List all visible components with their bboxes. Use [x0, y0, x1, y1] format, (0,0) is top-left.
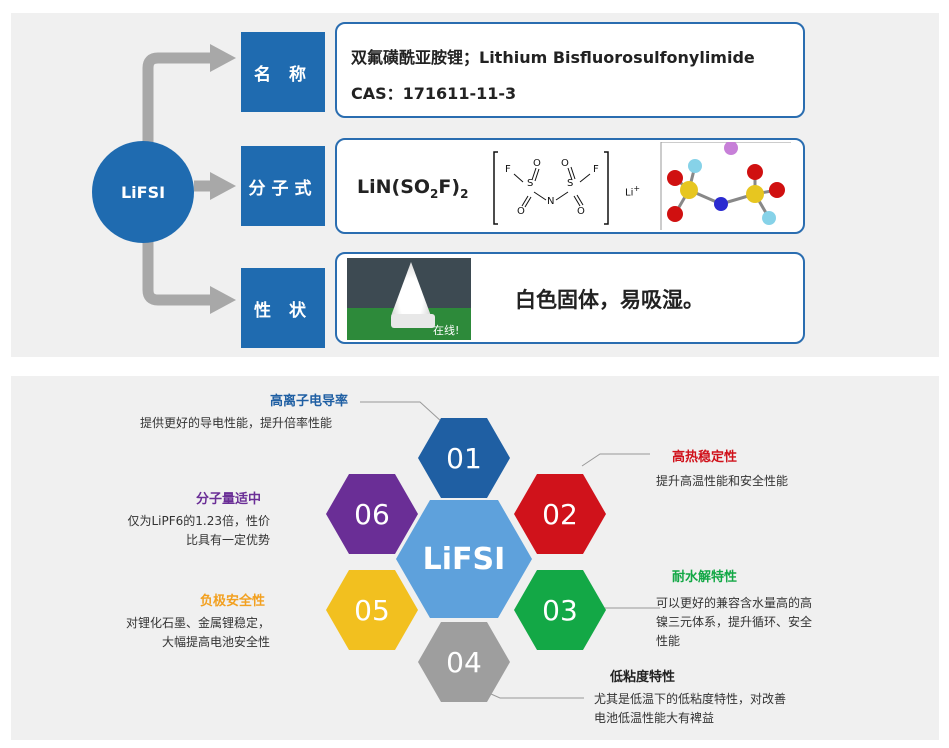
- photo-caption: 在线!: [433, 324, 460, 337]
- atom-o-4: O: [577, 206, 585, 217]
- feature-02-title: 高热稳定性: [672, 450, 738, 465]
- ball-stick-model: [660, 142, 791, 230]
- structural-formula: [493, 151, 609, 225]
- atom-f-right: F: [593, 164, 599, 175]
- feature-06-title: 分子量适中: [196, 492, 262, 507]
- atom-o-2: O: [517, 206, 525, 217]
- hex-04-number: 04: [446, 645, 482, 679]
- name-info-box: 双氟磺酰亚胺锂；Lithium Bisfluorosulfonylimide C…: [335, 22, 805, 118]
- chemical-name: 双氟磺酰亚胺锂；Lithium Bisfluorosulfonylimide: [351, 48, 755, 67]
- property-info-box: 在线! 白色固体，易吸湿。: [335, 252, 805, 344]
- connector-arrows: [142, 44, 236, 314]
- hex-02-number: 02: [542, 497, 578, 531]
- feature-05-title: 负极安全性: [200, 594, 266, 609]
- feature-06-desc: 仅为LiPF6的1.23倍，性价 比具有一定优势: [127, 514, 270, 547]
- molecular-formula: LiN(SO2F)2: [357, 176, 469, 201]
- property-label-box: 性 状: [241, 268, 325, 348]
- lithium-ion: Li+: [625, 184, 641, 199]
- feature-04-desc: 尤其是低温下的低粘度特性，对改善 电池低温性能大有裨益: [594, 692, 787, 725]
- feature-04-title: 低粘度特性: [610, 670, 676, 685]
- feature-01-title: 高离子电导率: [270, 394, 349, 409]
- atom-s-right: S: [567, 178, 574, 189]
- lifsi-hub-circle: LiFSI: [92, 141, 194, 243]
- hex-06-number: 06: [354, 497, 390, 531]
- appearance-text: 白色固体，易吸湿。: [515, 288, 704, 312]
- feature-05-desc: 对锂化石墨、金属锂稳定， 大幅提高电池安全性: [125, 616, 270, 649]
- cas-number: CAS：171611-11-3: [351, 84, 517, 103]
- hex-03-number: 03: [542, 593, 578, 627]
- atom-o-3: O: [561, 158, 569, 169]
- formula-label-box: 分子式: [241, 146, 325, 226]
- hex-05-number: 05: [354, 593, 390, 627]
- sample-photo: 在线!: [347, 258, 471, 340]
- name-label-box: 名 称: [241, 32, 325, 112]
- feature-03-desc: 可以更好的兼容含水量高的高 镍三元体系，提升循环、安全 性能: [656, 596, 813, 648]
- atom-o-1: O: [533, 158, 541, 169]
- atom-f-left: F: [505, 164, 511, 175]
- atom-s-left: S: [527, 178, 534, 189]
- feature-01-desc: 提供更好的导电性能，提升倍率性能: [140, 416, 333, 430]
- hex-01-number: 01: [446, 441, 482, 475]
- feature-02-desc: 提升高温性能和安全性能: [656, 474, 789, 488]
- atom-n: N: [547, 196, 555, 207]
- feature-03-title: 耐水解特性: [672, 570, 738, 585]
- formula-info-box: LiN(SO2F)2 F S O O N S O O F Li+: [335, 138, 805, 234]
- hexagon-01: 01: [418, 418, 510, 498]
- lifsi-center-hexagon: LiFSI: [396, 500, 532, 618]
